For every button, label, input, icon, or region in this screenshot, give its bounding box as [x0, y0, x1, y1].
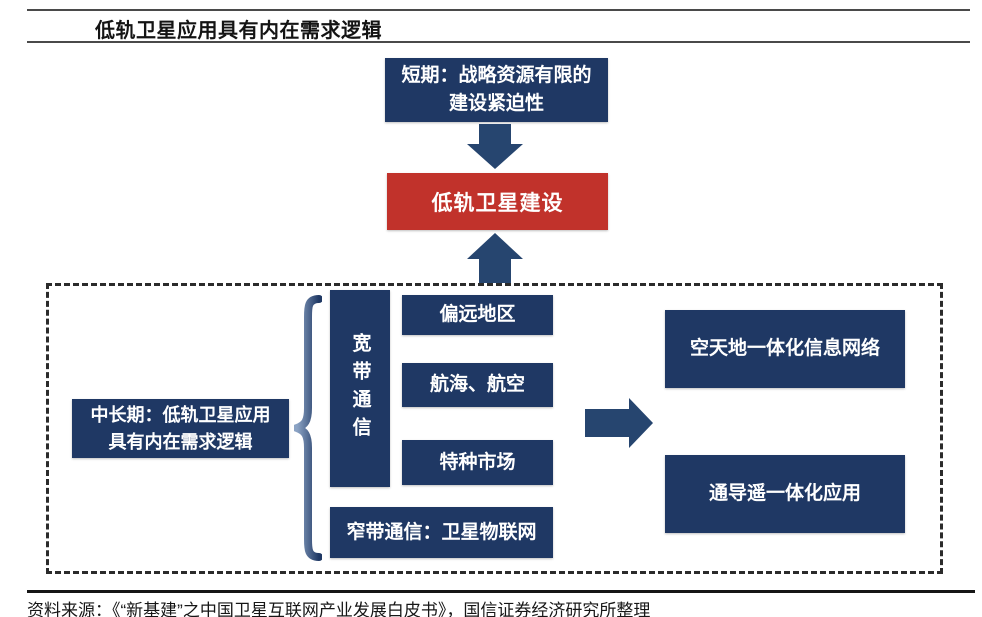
- short-term-line2: 建设紧迫性: [448, 93, 544, 114]
- core-construction-box: 低轨卫星建设: [387, 173, 608, 230]
- market-box-maritime-aviation: 航海、航空: [402, 363, 553, 407]
- application-label-comm-nav-sensing: 通导遥一体化应用: [708, 483, 861, 505]
- mid-long-term-box: 中长期：低轨卫星应用 具有内在需求逻辑: [72, 399, 289, 458]
- narrowband-label: 窄带通信：卫星物联网: [346, 521, 537, 543]
- market-box-remote-areas: 偏远地区: [402, 295, 553, 335]
- market-box-special-markets: 特种市场: [402, 440, 553, 485]
- application-box-comm-nav-sensing: 通导遥一体化应用: [665, 455, 905, 533]
- broadband-communication-box: 宽带通信: [330, 290, 390, 487]
- mid-long-term-line2: 具有内在需求逻辑: [108, 431, 253, 452]
- mid-long-term-line1: 中长期：低轨卫星应用: [90, 405, 271, 426]
- top-rule: [27, 9, 970, 11]
- market-label-remote-areas: 偏远地区: [439, 304, 516, 326]
- application-label-integrated-network: 空天地一体化信息网络: [689, 338, 880, 360]
- arrow-right-icon: [585, 398, 653, 448]
- broadband-label: 宽带通信: [349, 332, 371, 445]
- left-brace-icon: [294, 295, 322, 561]
- arrow-up-icon: [467, 233, 523, 283]
- source-note: 资料来源：《“新基建”之中国卫星互联网产业发展白皮书》，国信证券经济研究所整理: [27, 601, 651, 617]
- market-label-maritime-aviation: 航海、航空: [429, 374, 525, 396]
- arrow-down-icon: [467, 124, 523, 169]
- narrowband-iot-box: 窄带通信：卫星物联网: [330, 507, 553, 558]
- title-underline-rule: [27, 41, 970, 43]
- short-term-line1: 短期：战略资源有限的: [401, 65, 592, 87]
- footer-rule: [27, 590, 975, 593]
- figure-title: 低轨卫星应用具有内在需求逻辑: [95, 20, 382, 42]
- application-box-integrated-network: 空天地一体化信息网络: [665, 310, 905, 388]
- mid-long-term-group-container: [46, 283, 943, 574]
- short-term-box: 短期：战略资源有限的 建设紧迫性: [385, 58, 608, 122]
- market-label-special-markets: 特种市场: [439, 451, 516, 473]
